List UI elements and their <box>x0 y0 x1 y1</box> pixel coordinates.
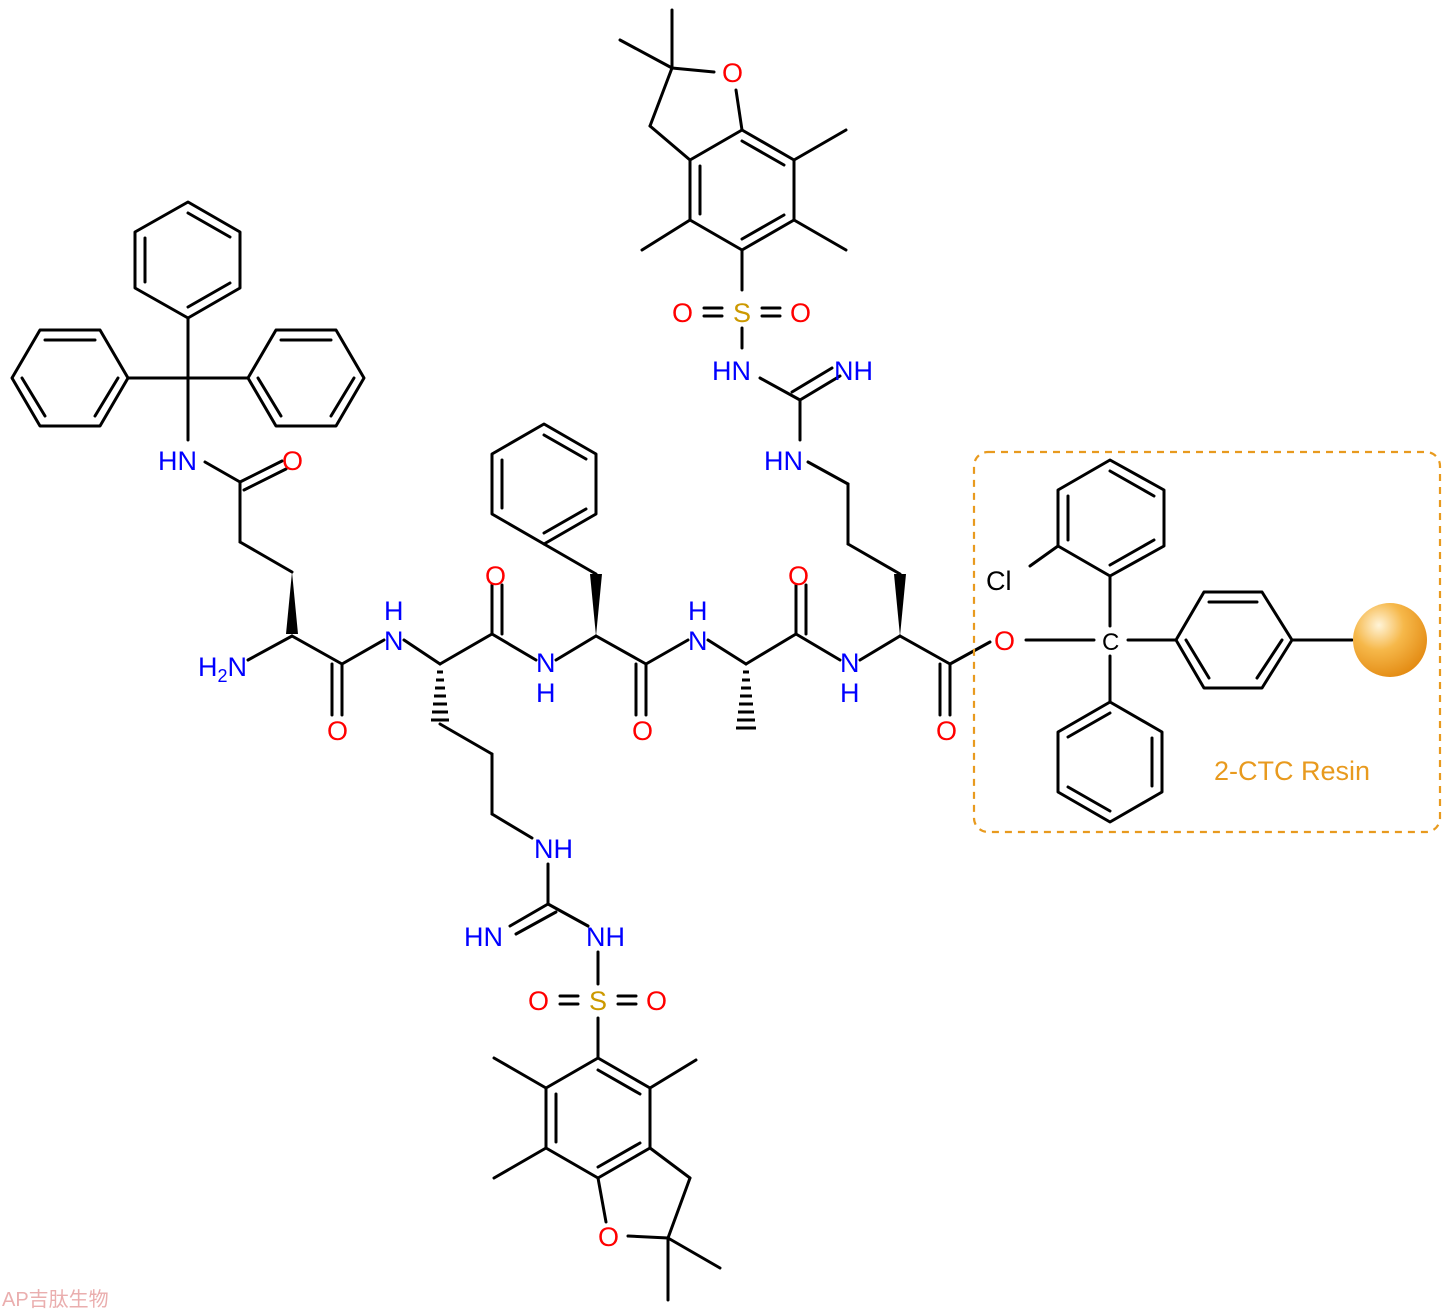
chlorine-label: Cl <box>986 566 1012 596</box>
ala-residue <box>706 583 842 730</box>
gln-side-o-label: O <box>282 446 303 476</box>
resin-highlight-box <box>972 450 1442 834</box>
peptide-n4-h-label: H <box>840 678 860 708</box>
resin-bead-icon <box>1353 603 1427 677</box>
arg1-co-o-label: O <box>485 561 506 591</box>
gln-side-nh-label: HN <box>158 446 197 476</box>
pbf2-ring-o-label: O <box>722 58 743 88</box>
watermark: AP吉肽生物 <box>2 1288 109 1311</box>
peptide-n4-label: N <box>840 648 860 678</box>
arg1-sulfonyl-nh-label: NH <box>586 922 625 952</box>
bond-lines <box>10 8 1354 1302</box>
arg-upper-residue <box>618 8 992 717</box>
peptide-n1-label: N <box>384 626 404 656</box>
pbf1-ring-o-label: O <box>598 1222 619 1252</box>
ala-co-o-label: O <box>788 561 809 591</box>
peptide-n2-label: N <box>536 648 556 678</box>
arg1-imine-hn-label: HN <box>464 922 503 952</box>
phe-residue <box>490 422 690 717</box>
peptide-n3-label: N <box>688 626 708 656</box>
gln-co-o-label: O <box>327 716 348 746</box>
arg1-sulfur-label: S <box>589 986 607 1016</box>
arg2-so-o-left-label: O <box>672 298 693 328</box>
phe-co-o-label: O <box>632 716 653 746</box>
peptide-n2-h-label: H <box>536 678 556 708</box>
arg1-delta-nh-label: NH <box>534 834 573 864</box>
ctc-resin-group <box>1024 458 1354 824</box>
ester-o-label: O <box>994 626 1015 656</box>
arg1-so-o-left-label: O <box>528 986 549 1016</box>
resin-label: 2-CTC Resin <box>1214 756 1370 786</box>
arg2-so-o-right-label: O <box>790 298 811 328</box>
peptide-n1-h-label: H <box>384 596 404 626</box>
arg2-sulfonyl-hn-label: HN <box>712 356 751 386</box>
arg1-so-o-right-label: O <box>646 986 667 1016</box>
peptide-n3-h-label: H <box>688 596 708 626</box>
gln-residue <box>203 459 386 717</box>
nh2-label: H2N <box>198 652 247 686</box>
trityl-group <box>10 200 366 442</box>
arg2-delta-hn-label: HN <box>764 446 803 476</box>
arg-lower-residue <box>402 583 722 1302</box>
arg2-co-o-label: O <box>936 716 957 746</box>
arg2-sulfur-label: S <box>733 298 751 328</box>
arg2-imine-nh-label: NH <box>834 356 873 386</box>
trityl-c-label: C <box>1102 629 1119 656</box>
